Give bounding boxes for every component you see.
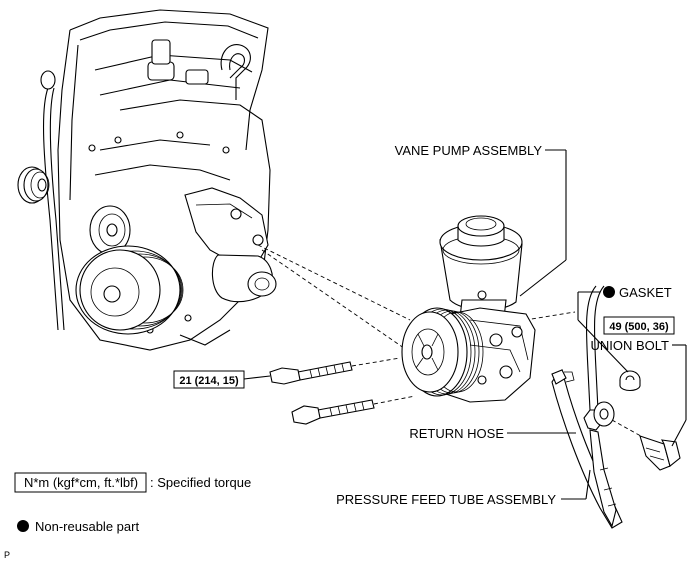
pump-bolt-lower [291, 395, 416, 425]
label-return-hose: RETURN HOSE [409, 426, 504, 441]
engine-block-illustration [17, 9, 277, 351]
label-vane-pump-assembly: VANE PUMP ASSEMBLY [395, 143, 543, 158]
label-union-bolt: UNION BOLT [591, 338, 670, 353]
torque-box-union-bolt [603, 316, 675, 335]
torque-pump-bolt: 21 (214, 15) [179, 375, 239, 387]
pump-bolt-upper [269, 357, 401, 385]
non-reusable-legend-marker [17, 520, 29, 532]
legend-torque-description: : Specified torque [150, 475, 251, 490]
vane-pump-assembly [401, 215, 536, 403]
legend-torque-units: N*m (kgf*cm, ft.*lbf) [24, 475, 138, 490]
gasket-part [619, 370, 641, 392]
leader-lines [507, 149, 687, 500]
alignment-lines [257, 244, 649, 441]
torque-union-bolt: 49 (500, 36) [609, 321, 669, 333]
legend-torque-box [14, 472, 147, 493]
label-gasket: GASKET [619, 285, 672, 300]
label-pressure-feed-tube: PRESSURE FEED TUBE ASSEMBLY [336, 492, 556, 507]
pressure-feed-tube [583, 285, 617, 528]
corner-mark: P [4, 550, 10, 560]
non-reusable-marker-gasket [603, 286, 615, 298]
union-bolt-part [639, 435, 681, 471]
torque-box-pump-bolt [173, 370, 245, 389]
legend-non-reusable: Non-reusable part [35, 519, 139, 534]
